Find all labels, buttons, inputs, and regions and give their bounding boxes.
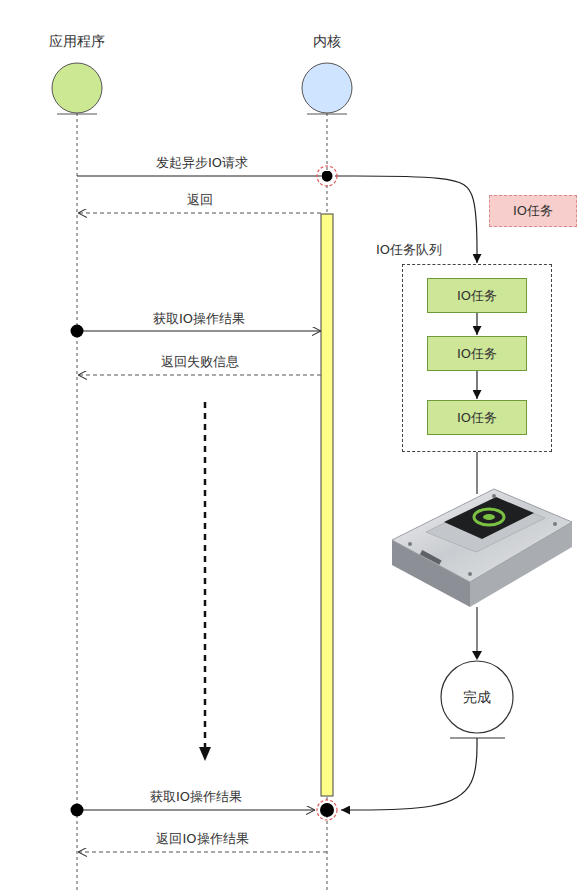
queue-disk-line (476, 452, 477, 494)
disk-screw (468, 572, 472, 576)
activation-bar (321, 214, 333, 796)
actor-circle (302, 63, 352, 113)
disk-side (392, 540, 470, 607)
node-text: 完成 (440, 689, 514, 705)
node-text: IO任务 (457, 288, 497, 304)
waiting-arrow-head (199, 747, 211, 761)
message-arrow (78, 851, 327, 852)
node-text: IO任务 (457, 410, 497, 426)
actor-circle (52, 63, 102, 113)
state-circle: 完成 (440, 660, 514, 734)
start-dot (71, 325, 84, 338)
task-tag: IO任务 (489, 195, 577, 227)
actor-lifeline: 应用程序 (37, 30, 117, 892)
actor-tick (57, 114, 97, 115)
group-heading: IO任务队列 (376, 242, 442, 258)
disk-logo (483, 514, 495, 520)
node-text: IO任务 (513, 203, 553, 219)
message-arrow (77, 175, 327, 176)
disk-connector (420, 550, 442, 565)
lifeline (327, 113, 328, 892)
actor-name: 应用程序 (7, 32, 147, 50)
task-box: IO任务 (427, 278, 527, 313)
actor-name: 内核 (257, 32, 397, 50)
disk-done-line (476, 607, 477, 652)
message-label: 返回IO操作结果 (156, 831, 248, 847)
flow-arrow (335, 176, 477, 263)
state-tick (450, 737, 505, 738)
disk-screw (553, 522, 557, 526)
hard-disk (392, 489, 572, 607)
event-ring (317, 166, 337, 186)
message-label: 获取IO操作结果 (153, 311, 245, 327)
disk-side (470, 522, 572, 607)
event-ring (317, 800, 337, 820)
message-arrow (78, 374, 321, 375)
node-text: IO任务 (457, 346, 497, 362)
task-box: IO任务 (427, 400, 527, 435)
message-arrow (77, 809, 315, 810)
lifeline (77, 113, 78, 892)
start-dot (71, 804, 84, 817)
disk-logo (474, 509, 504, 525)
flow-arrow (476, 371, 477, 399)
disk-label (444, 497, 534, 539)
message-arrow (77, 330, 321, 331)
actor-shape (287, 30, 367, 892)
message-label: 返回 (187, 192, 213, 208)
actor-lifeline: 内核 (287, 30, 367, 892)
actor-tick (307, 114, 347, 115)
disk-screw (492, 494, 496, 498)
message-label: 返回失败信息 (161, 354, 239, 370)
message-label: 发起异步IO请求 (156, 155, 248, 171)
flow-arrow (476, 313, 477, 335)
message-label: 获取IO操作结果 (150, 789, 242, 805)
state-outline (441, 661, 513, 733)
disk-done-head (472, 651, 482, 660)
queue-group: IO任务队列 IO任务 IO任务 IO任务 (376, 242, 552, 452)
disk-platter-cover (426, 498, 545, 552)
actor-shape (37, 30, 117, 892)
waiting-arrow-line (204, 402, 207, 748)
disk-screw (408, 542, 412, 546)
flow-arrow (341, 738, 477, 810)
message-arrow (78, 212, 321, 213)
task-box: IO任务 (427, 336, 527, 371)
disk-top (392, 489, 572, 582)
event-dot (320, 803, 334, 817)
